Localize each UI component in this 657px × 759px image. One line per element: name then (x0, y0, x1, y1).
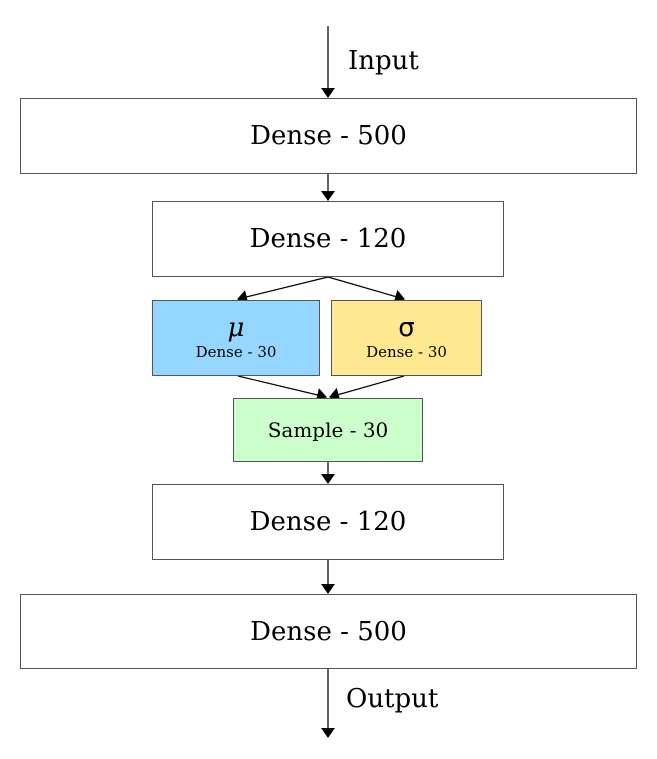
mu-label: Dense - 30 (195, 343, 277, 361)
sigma-label: Dense - 30 (366, 343, 447, 361)
dense-500-bottom-label: Dense - 500 (250, 616, 407, 647)
arrow-dense120-to-mu (237, 276, 329, 304)
dense-120-bottom: Dense - 120 (152, 484, 504, 560)
mu-symbol: μ (227, 313, 245, 343)
dense-500-bottom: Dense - 500 (20, 594, 637, 669)
arrow-mu-to-sample (237, 375, 327, 402)
sigma-layer: σ Dense - 30 (331, 300, 482, 376)
mu-layer: μ Dense - 30 (152, 300, 320, 376)
dense-500-top: Dense - 500 (20, 98, 637, 174)
dense-500-top-label: Dense - 500 (250, 121, 407, 151)
sigma-symbol: σ (398, 313, 415, 343)
dense-120-top: Dense - 120 (152, 201, 504, 277)
arrow-dense120-to-sigma (327, 276, 405, 304)
sample-label: Sample - 30 (267, 418, 389, 442)
arrow-sigma-to-sample (329, 375, 405, 402)
output-label: Output (346, 684, 439, 714)
dense-120-top-label: Dense - 120 (249, 224, 407, 254)
sample-layer: Sample - 30 (233, 398, 423, 462)
input-label: Input (348, 46, 419, 76)
dense-120-bottom-label: Dense - 120 (249, 507, 407, 537)
